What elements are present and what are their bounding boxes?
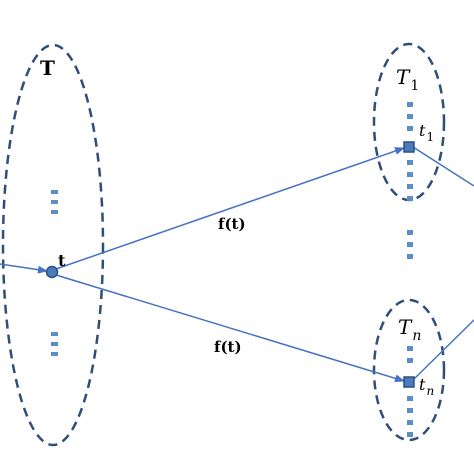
source-point-label: t: [58, 251, 66, 270]
target-point-1-label: t1: [419, 121, 434, 144]
target-set-n-ellipse: [372, 298, 446, 442]
arrow-to-tn: [55, 274, 405, 383]
outgoing-arrow-tn: [412, 319, 474, 381]
target-set-1-subscript: 1: [410, 78, 419, 94]
target-point-n-subscript: n: [426, 384, 434, 398]
source-set-label: T: [40, 56, 55, 80]
target-point-tn: [403, 376, 415, 388]
middle-ellipsis: [407, 230, 413, 259]
source-ellipsis-upper: [51, 190, 58, 214]
target-set-1-letter: T: [396, 65, 411, 89]
target-set-n-label: Tn: [398, 315, 421, 344]
source-point-t: [45, 265, 59, 279]
upper-edge-label: f(t): [218, 215, 246, 233]
outgoing-arrow-t1: [412, 146, 474, 187]
target-point-1-letter: t: [419, 121, 426, 140]
target-n-dotted-column: [407, 346, 413, 437]
lower-edge-label: f(t): [214, 338, 242, 356]
target-set-1-label: T1: [396, 65, 419, 94]
target-1-dotted-column: [407, 102, 413, 201]
target-set-n-subscript: n: [412, 328, 421, 344]
target-set-n-letter: T: [398, 315, 413, 339]
source-set-ellipse: [1, 43, 105, 447]
incoming-arrow: [0, 263, 48, 274]
arrow-to-t1: [55, 147, 405, 270]
target-point-1-subscript: 1: [426, 130, 434, 144]
target-point-n-letter: t: [419, 375, 426, 394]
source-ellipsis-lower: [51, 332, 58, 356]
target-point-n-label: tn: [419, 375, 434, 398]
target-point-t1: [403, 141, 415, 153]
